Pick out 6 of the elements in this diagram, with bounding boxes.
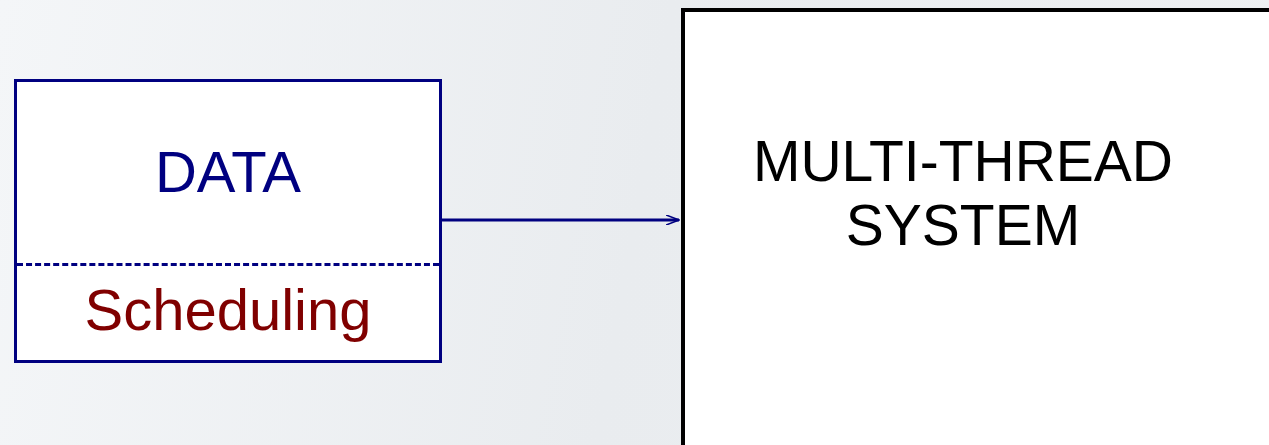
process-box	[681, 8, 1269, 445]
arrow	[442, 214, 680, 226]
box-title: MULTI-THREAD SYSTEM	[751, 130, 1175, 258]
process-box	[14, 79, 442, 363]
box-subtitle: Scheduling	[84, 277, 372, 343]
box-title: DATA	[154, 140, 302, 205]
